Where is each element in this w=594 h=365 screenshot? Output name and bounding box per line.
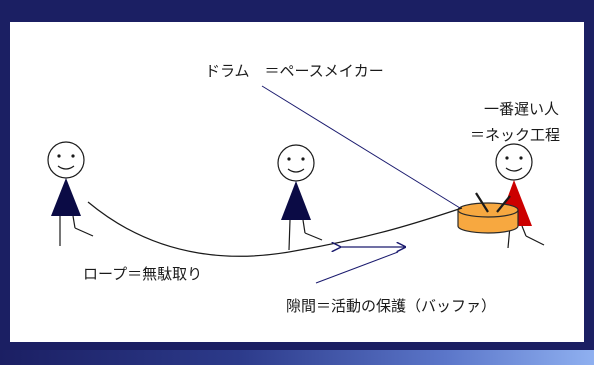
person-2: [277, 144, 323, 251]
person-1: [47, 141, 94, 246]
gap-label: 隙間＝活動の保護（バッファ）: [286, 297, 497, 315]
drum-label: ドラム ＝ペースメイカー: [205, 62, 384, 80]
slide-bottom-glow: [0, 350, 594, 365]
drum-pointer-line: [261, 85, 461, 209]
bottleneck-label: ＝ネック工程: [470, 126, 561, 144]
rope-line: [87, 201, 463, 257]
gap-pointer-line: [315, 251, 399, 284]
drum: [457, 192, 519, 234]
slide-canvas: [10, 22, 584, 342]
rope-label: ロープ＝無駄取り: [83, 265, 203, 283]
slowest-person-label: 一番遅い人: [484, 100, 560, 118]
